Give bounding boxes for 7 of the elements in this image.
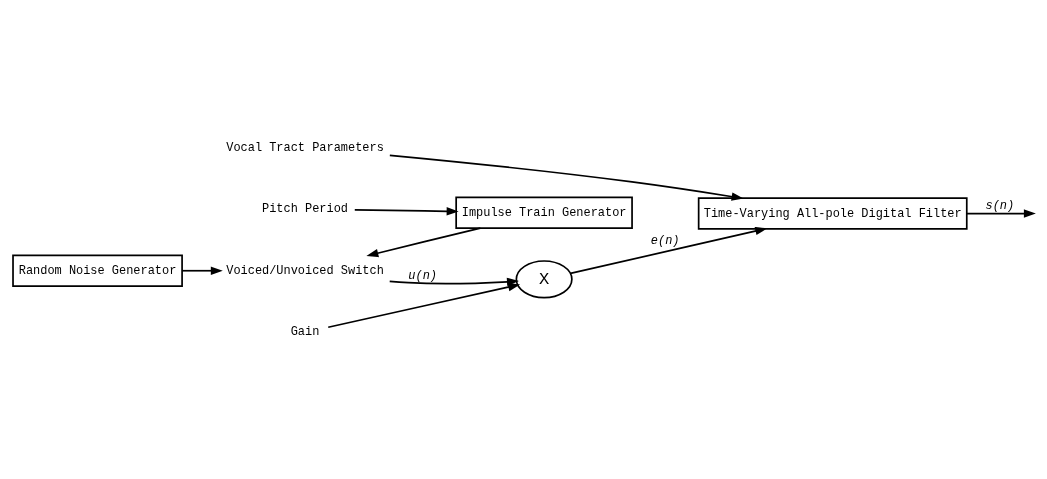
node-text: Voiced/Unvoiced Switch [226,263,384,278]
edge-label: e(n) [650,233,680,248]
edge-label: s(n) [985,198,1015,213]
node-text: Gain [290,324,320,339]
edge-label: u(n) [408,268,438,283]
node-text: Vocal Tract Parameters [226,140,384,155]
node-text: Pitch Period [262,201,349,216]
